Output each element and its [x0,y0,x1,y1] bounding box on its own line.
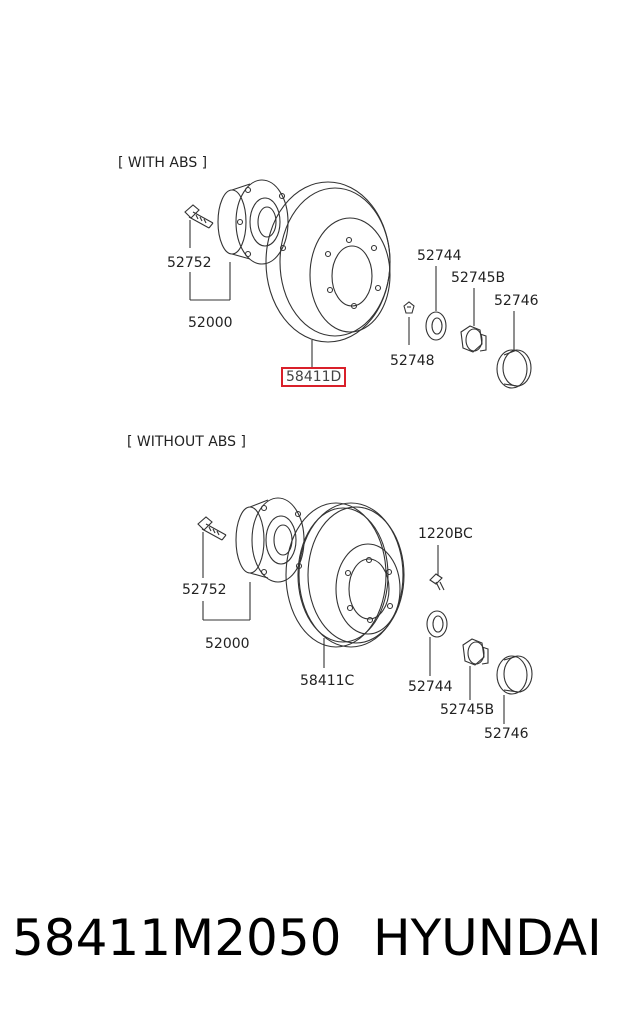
bolt-icon [197,516,227,541]
part-label-washer[interactable]: 52744 [417,248,462,264]
brake-drum-icon [285,502,405,648]
part-label-hub[interactable]: 52000 [188,315,233,331]
hex-nut-icon [462,638,489,666]
washer-icon [426,610,448,638]
part-label-nut[interactable]: 52745B [451,270,506,286]
hub-cap-icon [496,349,532,389]
part-label-washer[interactable]: 52744 [408,679,453,695]
screw-icon [429,573,445,591]
section-title-with-abs: [ WITH ABS ] [118,155,208,171]
part-label-lock-nut[interactable]: 52748 [390,353,435,369]
part-label-drum[interactable]: 58411C [300,673,355,689]
washer-icon [425,311,447,341]
bolt-icon [184,204,214,229]
section-title-without-abs: [ WITHOUT ABS ] [127,434,246,450]
part-label-cap[interactable]: 52746 [484,726,529,742]
part-label-bolt[interactable]: 52752 [167,255,212,271]
part-label-nut[interactable]: 52745B [440,702,495,718]
hex-nut-icon [460,325,487,353]
part-label-disc-highlighted[interactable]: 58411D [281,367,347,387]
hub-icon [217,179,289,265]
part-label-hub[interactable]: 52000 [205,636,250,652]
hub-icon [235,497,305,583]
footer-brand: HYUNDAI [373,909,602,967]
brake-disc-icon [265,181,391,343]
lock-nut-icon [403,301,415,314]
footer-part-number: 58411M2050 [12,909,342,967]
part-label-screw[interactable]: 1220BC [418,526,473,542]
part-label-bolt[interactable]: 52752 [182,582,227,598]
part-label-cap[interactable]: 52746 [494,293,539,309]
hub-cap-icon [496,655,533,695]
